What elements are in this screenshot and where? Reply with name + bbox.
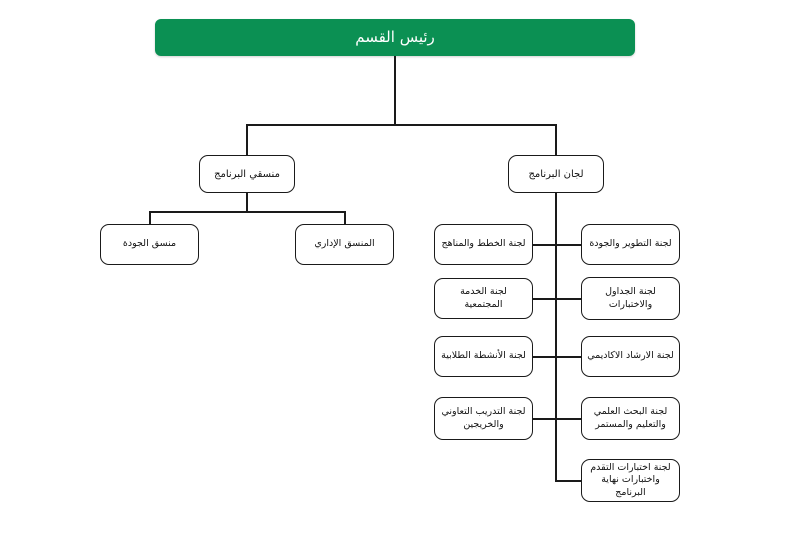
node-admin-coordinator[interactable]: المنسق الإداري: [295, 224, 394, 265]
node-committee-development-quality[interactable]: لجنة التطوير والجودة: [581, 224, 680, 265]
node-program-coordinators[interactable]: منسقي البرنامج: [199, 155, 295, 193]
connector-level2-bar: [247, 124, 557, 126]
node-quality-coordinator[interactable]: منسق الجودة: [100, 224, 199, 265]
node-committee-progress-and-exit-tests[interactable]: لجنة اختبارات التقدم واختبارات نهاية الب…: [581, 459, 680, 502]
node-committee-academic-advising-label: لجنة الارشاد الاكاديمي: [587, 350, 674, 362]
connector-branch-research-education: [555, 418, 582, 420]
connector-coordinators-bar: [150, 211, 346, 213]
node-committee-student-activities-label: لجنة الأنشطة الطلابية: [441, 350, 526, 362]
node-department-head-label: رئيس القسم: [355, 27, 435, 46]
node-committee-research-continuing-education-label: لجنة البحث العلمي والتعليم والمستمر: [593, 406, 668, 430]
connector-branch-development-quality: [555, 244, 582, 246]
node-admin-coordinator-label: المنسق الإداري: [314, 238, 375, 250]
node-program-committees-label: لجان البرنامج: [528, 168, 584, 180]
node-committee-plans-curricula-label: لجنة الخطط والمناهج: [441, 238, 526, 250]
node-committee-schedules-exams-label: لجنة الجداول والاختبارات: [605, 286, 656, 310]
node-committee-coop-training-graduates[interactable]: لجنة التدريب التعاوني والخريجين: [434, 397, 533, 440]
connector-branch-progress-tests: [555, 480, 582, 482]
node-committee-plans-curricula[interactable]: لجنة الخطط والمناهج: [434, 224, 533, 265]
connector-drop-quality-coordinator: [149, 211, 151, 224]
connector-branch-plans-curricula: [533, 244, 556, 246]
connector-branch-coop-training: [533, 418, 556, 420]
node-committee-research-continuing-education[interactable]: لجنة البحث العلمي والتعليم والمستمر: [581, 397, 680, 440]
node-committee-development-quality-label: لجنة التطوير والجودة: [589, 238, 672, 250]
node-department-head[interactable]: رئيس القسم: [155, 19, 635, 56]
node-program-coordinators-label: منسقي البرنامج: [214, 168, 280, 180]
connector-branch-student-activities: [533, 356, 556, 358]
node-committee-community-service-label: لجنة الخدمة المجتمعية: [460, 286, 507, 310]
node-committee-community-service[interactable]: لجنة الخدمة المجتمعية: [434, 278, 533, 319]
connector-drop-coordinators: [246, 124, 248, 155]
node-committee-schedules-exams[interactable]: لجنة الجداول والاختبارات: [581, 277, 680, 320]
node-program-committees[interactable]: لجان البرنامج: [508, 155, 604, 193]
connector-drop-committees: [555, 124, 557, 155]
connector-branch-academic-advising: [555, 356, 582, 358]
node-committee-academic-advising[interactable]: لجنة الارشاد الاكاديمي: [581, 336, 680, 377]
connector-branch-schedules-exams: [555, 298, 582, 300]
connector-branch-community-service: [533, 298, 556, 300]
node-committee-student-activities[interactable]: لجنة الأنشطة الطلابية: [434, 336, 533, 377]
connector-coordinators-stem: [246, 193, 248, 211]
node-committee-progress-and-exit-tests-label: لجنة اختبارات التقدم واختبارات نهاية الب…: [590, 461, 671, 498]
node-committee-coop-training-graduates-label: لجنة التدريب التعاوني والخريجين: [441, 406, 526, 430]
node-quality-coordinator-label: منسق الجودة: [122, 238, 177, 250]
connector-root-stem: [394, 56, 396, 124]
connector-committees-spine: [555, 193, 557, 481]
connector-drop-admin-coordinator: [344, 211, 346, 224]
